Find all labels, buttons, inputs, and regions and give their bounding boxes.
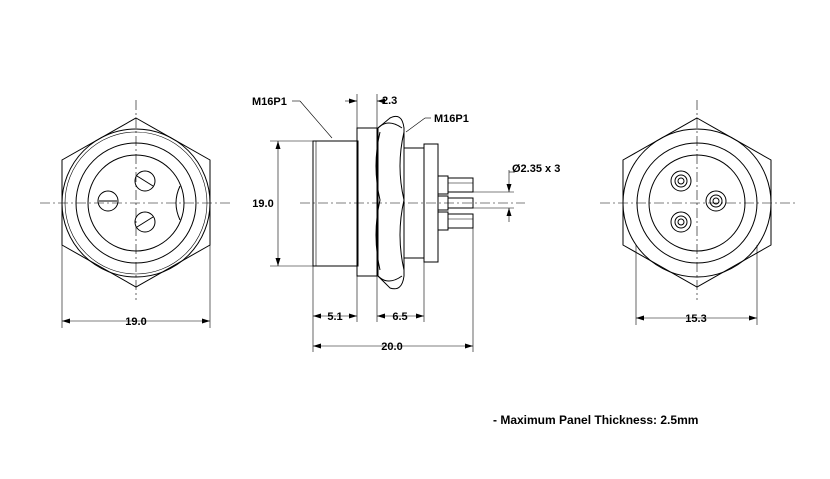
dim-flange: 2.3 xyxy=(382,95,397,107)
front-view-left: 19.0 xyxy=(40,100,232,328)
hex-nut-side xyxy=(377,115,405,290)
dim-length: 20.0 xyxy=(381,341,402,353)
pin-1 xyxy=(670,170,692,192)
dim-hex-left: 19.0 xyxy=(125,316,146,328)
rear-view-right: 15.3 xyxy=(600,100,795,325)
part-label-left: M16P1 xyxy=(252,96,287,108)
connector-body xyxy=(312,140,359,267)
dim-height: 19.0 xyxy=(252,198,273,210)
dim-pin: Ø2.35 x 3 xyxy=(512,163,560,175)
dim-nut: 6.5 xyxy=(392,311,407,323)
contact-1 xyxy=(97,190,119,212)
solder-pins xyxy=(437,175,474,231)
contact-3 xyxy=(134,211,156,233)
side-view-middle: 19.0 2.3 M16P1 M16P1 Ø2.35 x 3 5.1 xyxy=(252,94,560,353)
panel-thickness-note: - Maximum Panel Thickness: 2.5mm xyxy=(493,413,698,427)
pin-2 xyxy=(705,190,727,212)
part-label-right: M16P1 xyxy=(434,113,469,125)
contact-2 xyxy=(134,170,156,192)
pin-3 xyxy=(670,211,692,233)
dim-hex-right: 15.3 xyxy=(685,313,706,325)
flange xyxy=(356,127,378,277)
dim-body: 5.1 xyxy=(327,311,342,323)
